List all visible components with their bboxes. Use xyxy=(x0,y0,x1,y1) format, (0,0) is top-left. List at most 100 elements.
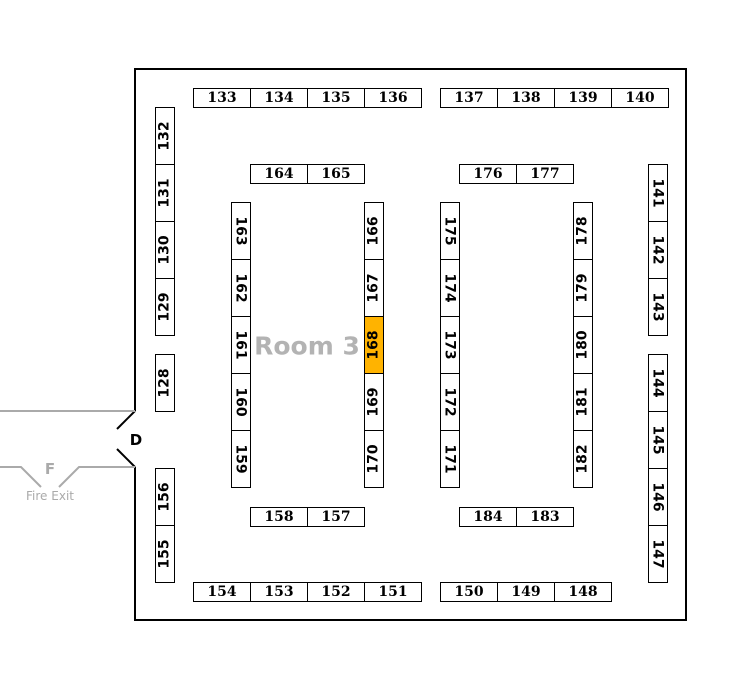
booth-143[interactable]: 143 xyxy=(648,278,668,336)
booth-number: 177 xyxy=(530,166,560,182)
booth-163[interactable]: 163 xyxy=(231,202,251,260)
booth-177[interactable]: 177 xyxy=(516,164,574,184)
booth-144[interactable]: 144 xyxy=(648,354,668,412)
booth-175[interactable]: 175 xyxy=(440,202,460,260)
booth-158[interactable]: 158 xyxy=(250,507,308,527)
booth-number: 156 xyxy=(157,482,174,512)
booth-171[interactable]: 171 xyxy=(440,430,460,488)
booth-183[interactable]: 183 xyxy=(516,507,574,527)
booth-182[interactable]: 182 xyxy=(573,430,593,488)
booth-150[interactable]: 150 xyxy=(440,582,498,602)
booth-number: 180 xyxy=(575,330,592,360)
booth-number: 173 xyxy=(442,330,459,360)
booth-131[interactable]: 131 xyxy=(155,164,175,222)
booth-173[interactable]: 173 xyxy=(440,316,460,374)
booth-159[interactable]: 159 xyxy=(231,430,251,488)
booth-172[interactable]: 172 xyxy=(440,373,460,431)
booth-number: 181 xyxy=(575,387,592,417)
booth-162[interactable]: 162 xyxy=(231,259,251,317)
door-label: D xyxy=(129,431,143,449)
booth-134[interactable]: 134 xyxy=(250,88,308,108)
booth-151[interactable]: 151 xyxy=(364,582,422,602)
booth-138[interactable]: 138 xyxy=(497,88,555,108)
booth-147[interactable]: 147 xyxy=(648,525,668,583)
booth-number: 147 xyxy=(650,539,667,569)
booth-number: 162 xyxy=(233,273,250,303)
fire-exit-label[interactable]: Fire Exit xyxy=(26,489,74,503)
booth-number: 176 xyxy=(473,166,503,182)
booth-number: 178 xyxy=(575,216,592,246)
booth-152[interactable]: 152 xyxy=(307,582,365,602)
booth-148[interactable]: 148 xyxy=(554,582,612,602)
booth-167[interactable]: 167 xyxy=(364,259,384,317)
booth-161[interactable]: 161 xyxy=(231,316,251,374)
booth-155[interactable]: 155 xyxy=(155,525,175,583)
booth-number: 143 xyxy=(650,292,667,322)
booth-178[interactable]: 178 xyxy=(573,202,593,260)
room-label: Room 3 xyxy=(254,331,360,361)
booth-number: 128 xyxy=(157,368,174,398)
booth-137[interactable]: 137 xyxy=(440,88,498,108)
booth-number: 135 xyxy=(321,90,351,106)
booth-number: 160 xyxy=(233,387,250,417)
booth-number: 159 xyxy=(233,444,250,474)
booth-128[interactable]: 128 xyxy=(155,354,175,412)
fire-exit-letter: F xyxy=(44,460,56,478)
booth-number: 136 xyxy=(378,90,408,106)
booth-168[interactable]: 168 xyxy=(364,316,384,374)
booth-129[interactable]: 129 xyxy=(155,278,175,336)
booth-140[interactable]: 140 xyxy=(611,88,669,108)
booth-184[interactable]: 184 xyxy=(459,507,517,527)
booth-number: 155 xyxy=(157,539,174,569)
booth-number: 167 xyxy=(366,273,383,303)
booth-135[interactable]: 135 xyxy=(307,88,365,108)
booth-number: 166 xyxy=(366,216,383,246)
booth-number: 146 xyxy=(650,482,667,512)
booth-number: 169 xyxy=(366,387,383,417)
booth-number: 132 xyxy=(157,121,174,151)
booth-142[interactable]: 142 xyxy=(648,221,668,279)
booth-169[interactable]: 169 xyxy=(364,373,384,431)
booth-153[interactable]: 153 xyxy=(250,582,308,602)
booth-number: 130 xyxy=(157,235,174,265)
booth-160[interactable]: 160 xyxy=(231,373,251,431)
booth-130[interactable]: 130 xyxy=(155,221,175,279)
booth-176[interactable]: 176 xyxy=(459,164,517,184)
booth-number: 149 xyxy=(511,584,541,600)
booth-174[interactable]: 174 xyxy=(440,259,460,317)
booth-number: 163 xyxy=(233,216,250,246)
booth-number: 139 xyxy=(568,90,598,106)
booth-number: 171 xyxy=(442,444,459,474)
booth-number: 154 xyxy=(207,584,237,600)
booth-149[interactable]: 149 xyxy=(497,582,555,602)
booth-139[interactable]: 139 xyxy=(554,88,612,108)
room-wall xyxy=(134,68,687,621)
booth-number: 134 xyxy=(264,90,294,106)
booth-141[interactable]: 141 xyxy=(648,164,668,222)
booth-133[interactable]: 133 xyxy=(193,88,251,108)
booth-132[interactable]: 132 xyxy=(155,107,175,165)
booth-181[interactable]: 181 xyxy=(573,373,593,431)
booth-146[interactable]: 146 xyxy=(648,468,668,526)
booth-179[interactable]: 179 xyxy=(573,259,593,317)
booth-number: 182 xyxy=(575,444,592,474)
booth-number: 142 xyxy=(650,235,667,265)
booth-number: 144 xyxy=(650,368,667,398)
booth-166[interactable]: 166 xyxy=(364,202,384,260)
booth-number: 174 xyxy=(442,273,459,303)
booth-165[interactable]: 165 xyxy=(307,164,365,184)
booth-number: 165 xyxy=(321,166,351,182)
booth-136[interactable]: 136 xyxy=(364,88,422,108)
booth-170[interactable]: 170 xyxy=(364,430,384,488)
booth-157[interactable]: 157 xyxy=(307,507,365,527)
booth-145[interactable]: 145 xyxy=(648,411,668,469)
booth-156[interactable]: 156 xyxy=(155,468,175,526)
booth-180[interactable]: 180 xyxy=(573,316,593,374)
booth-164[interactable]: 164 xyxy=(250,164,308,184)
booth-number: 175 xyxy=(442,216,459,246)
booth-number: 129 xyxy=(157,292,174,322)
booth-number: 137 xyxy=(454,90,484,106)
booth-number: 148 xyxy=(568,584,598,600)
booth-154[interactable]: 154 xyxy=(193,582,251,602)
